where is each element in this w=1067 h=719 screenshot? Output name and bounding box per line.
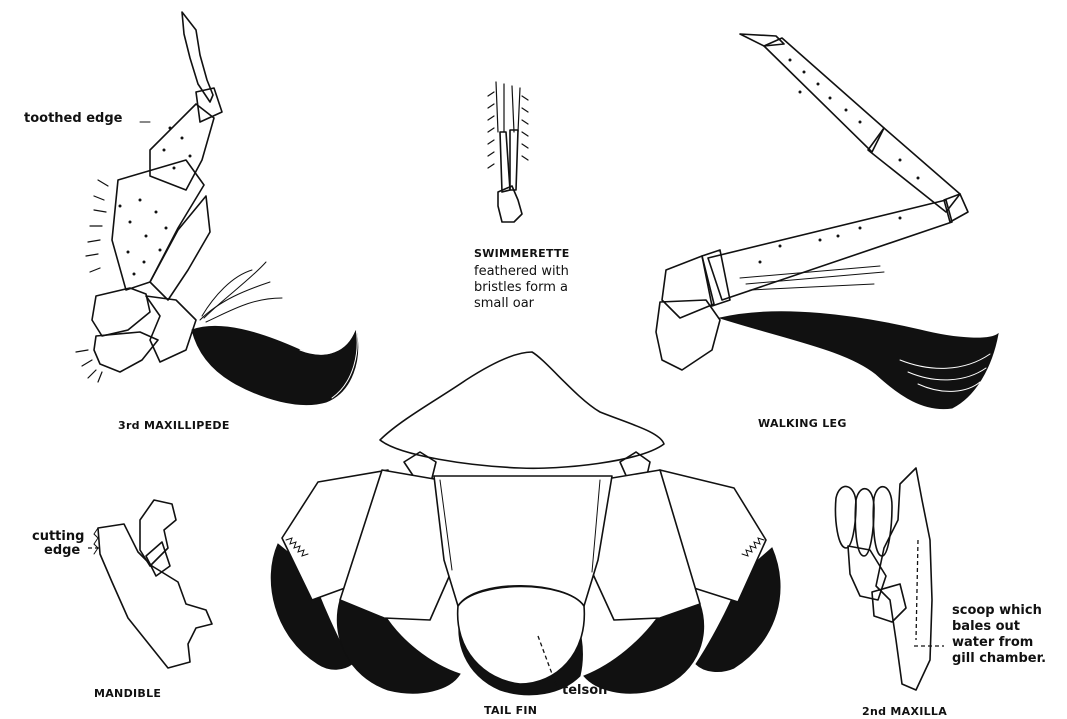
maxilla-caption: 2nd MAXILLA — [862, 706, 947, 717]
maxillipede-drawing — [76, 12, 358, 405]
telson-label: telson — [562, 684, 607, 698]
maxilla-note-line-2: bales out — [952, 620, 1020, 634]
maxilla-note-line-4: gill chamber. — [952, 652, 1046, 666]
mandible-drawing — [94, 500, 212, 668]
swimmerette-note-line-1: feathered with — [474, 265, 569, 279]
cutting-edge-line-2: edge — [44, 544, 80, 558]
tail-fin-caption: TAIL FIN — [484, 705, 537, 716]
maxilla-note-line-1: scoop which — [952, 604, 1042, 618]
walking-leg-drawing — [656, 34, 998, 409]
maxilla-note-line-3: water from — [952, 636, 1033, 650]
maxillipede-caption: 3rd MAXILLIPEDE — [118, 420, 230, 431]
swimmerette-note-line-2: bristles form a — [474, 281, 568, 295]
swimmerette-note-line-3: small oar — [474, 297, 534, 311]
swimmerette-drawing — [488, 82, 528, 222]
mandible-caption: MANDIBLE — [94, 688, 161, 699]
toothed-edge-label: toothed edge — [24, 112, 122, 126]
swimmerette-caption: SWIMMERETTE — [474, 248, 570, 259]
maxilla-drawing — [835, 468, 944, 690]
tail-fin-drawing — [271, 352, 780, 695]
walking-leg-caption: WALKING LEG — [758, 418, 847, 429]
